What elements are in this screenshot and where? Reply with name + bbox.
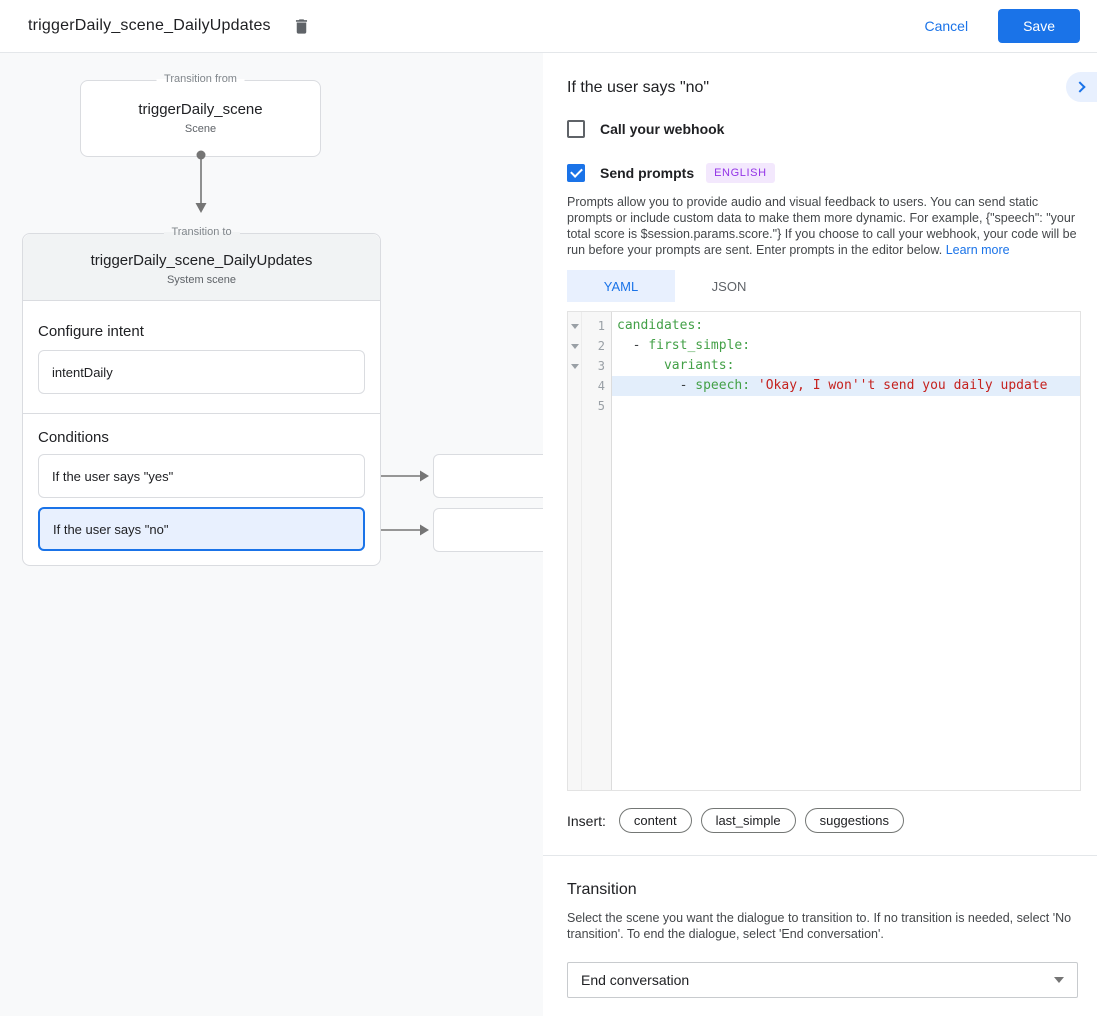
to-scene-name: triggerDaily_scene_DailyUpdates [90, 252, 313, 269]
insert-row: Insert: content last_simple suggestions [567, 808, 1081, 833]
gutter-row: 3 [568, 356, 611, 376]
language-badge: ENGLISH [706, 163, 775, 183]
code-token: candidates: [617, 318, 704, 333]
code-gutter: 1 2 3 4 5 [568, 312, 612, 790]
gutter-row: 1 [568, 316, 611, 336]
gutter-row: 5 [568, 396, 611, 416]
transition-from-node[interactable]: Transition from triggerDaily_scene Scene [80, 73, 321, 157]
code-line[interactable]: variants: [612, 356, 1080, 376]
prompts-description: Prompts allow you to provide audio and v… [567, 194, 1081, 258]
save-button[interactable]: Save [998, 9, 1080, 43]
condition-target-node-yes[interactable] [433, 454, 543, 498]
tab-json[interactable]: JSON [711, 278, 747, 294]
fold-arrow-icon[interactable] [568, 363, 582, 369]
main-layout: Transition from triggerDaily_scene Scene… [0, 53, 1097, 1016]
send-prompts-checkbox-row[interactable]: Send prompts ENGLISH [567, 163, 1081, 183]
code-token: first_simple: [648, 338, 751, 353]
transition-title: Transition [567, 881, 637, 898]
header-bar: triggerDaily_scene_DailyUpdates Cancel S… [0, 0, 1097, 53]
webhook-label: Call your webhook [600, 121, 725, 137]
gutter-row: 2 [568, 336, 611, 356]
condition-item-yes[interactable]: If the user says "yes" [38, 454, 365, 498]
tab-yaml[interactable]: YAML [567, 270, 675, 302]
transition-to-node[interactable]: Transition to triggerDaily_scene_DailyUp… [22, 226, 381, 566]
chevron-right-icon [1074, 81, 1086, 93]
code-token: 'Okay, I won''t send you daily update [757, 378, 1048, 393]
webhook-checkbox-row[interactable]: Call your webhook [567, 120, 1081, 138]
code-line[interactable] [612, 396, 1080, 416]
conditions-label: Conditions [38, 429, 109, 446]
scene-card-divider [23, 413, 380, 414]
insert-chip-suggestions[interactable]: suggestions [804, 808, 904, 833]
code-line[interactable]: - speech: 'Okay, I won''t send you daily… [612, 376, 1080, 396]
scene-card-header: triggerDaily_scene_DailyUpdates System s… [23, 234, 380, 301]
transition-selected-value: End conversation [581, 972, 690, 988]
configure-intent-label: Configure intent [38, 323, 144, 340]
prompts-description-text: Prompts allow you to provide audio and v… [567, 195, 1077, 257]
code-line[interactable]: candidates: [612, 316, 1080, 336]
code-lines[interactable]: candidates: - first_simple: variants: - … [612, 312, 1080, 790]
insert-label: Insert: [567, 812, 606, 829]
condition-item-no[interactable]: If the user says "no" [38, 507, 365, 551]
line-number: 5 [597, 399, 605, 413]
line-number: 3 [597, 359, 605, 373]
yaml-code-editor[interactable]: 1 2 3 4 5 candidates: - first_simple: varian… [567, 311, 1081, 791]
to-scene-type: System scene [166, 274, 237, 286]
transition-to-legend: Transition to [163, 226, 240, 238]
line-number: 4 [597, 379, 605, 393]
transition-select[interactable]: End conversation [567, 962, 1078, 998]
transition-description: Select the scene you want the dialogue t… [567, 911, 1072, 941]
dropdown-caret-icon [1054, 977, 1064, 983]
webhook-checkbox[interactable] [567, 120, 585, 138]
send-prompts-checkbox[interactable] [567, 164, 585, 182]
line-number: 2 [597, 339, 605, 353]
intent-item[interactable]: intentDaily [38, 350, 365, 394]
condition-target-node-no[interactable] [433, 508, 543, 552]
panel-divider [543, 855, 1097, 856]
from-scene-name: triggerDaily_scene [138, 101, 263, 118]
delete-scene-button[interactable] [290, 14, 314, 38]
fold-arrow-icon[interactable] [568, 343, 582, 349]
from-scene-type: Scene [184, 123, 217, 135]
code-token: speech: [695, 378, 758, 393]
insert-chip-content[interactable]: content [618, 808, 692, 833]
cancel-button[interactable]: Cancel [924, 18, 969, 34]
transition-section: Transition Select the scene you want the… [543, 856, 1097, 998]
code-token: - [617, 338, 649, 353]
editor-format-tabs: YAML JSON [567, 270, 1081, 302]
learn-more-link[interactable]: Learn more [945, 243, 1010, 257]
transition-from-legend: Transition from [156, 73, 245, 85]
scene-card-body: Configure intent intentDaily Conditions … [23, 301, 380, 565]
insert-chip-last-simple[interactable]: last_simple [700, 808, 796, 833]
fold-arrow-icon[interactable] [568, 323, 582, 329]
code-line[interactable]: - first_simple: [612, 336, 1080, 356]
page-title: triggerDaily_scene_DailyUpdates [28, 17, 271, 34]
gutter-row: 4 [568, 376, 611, 396]
collapse-panel-button[interactable] [1066, 72, 1097, 102]
line-number: 1 [597, 319, 605, 333]
code-token [617, 358, 664, 373]
send-prompts-label: Send prompts [600, 165, 695, 181]
condition-detail-panel: If the user says "no" Call your webhook … [543, 53, 1097, 1016]
trash-icon [292, 17, 311, 36]
code-token: - [617, 378, 696, 393]
prompts-section: If the user says "no" Call your webhook … [543, 53, 1097, 833]
condition-title: If the user says "no" [567, 79, 710, 96]
code-token: variants: [663, 358, 735, 373]
scene-flow-canvas: Transition from triggerDaily_scene Scene… [0, 53, 543, 1016]
